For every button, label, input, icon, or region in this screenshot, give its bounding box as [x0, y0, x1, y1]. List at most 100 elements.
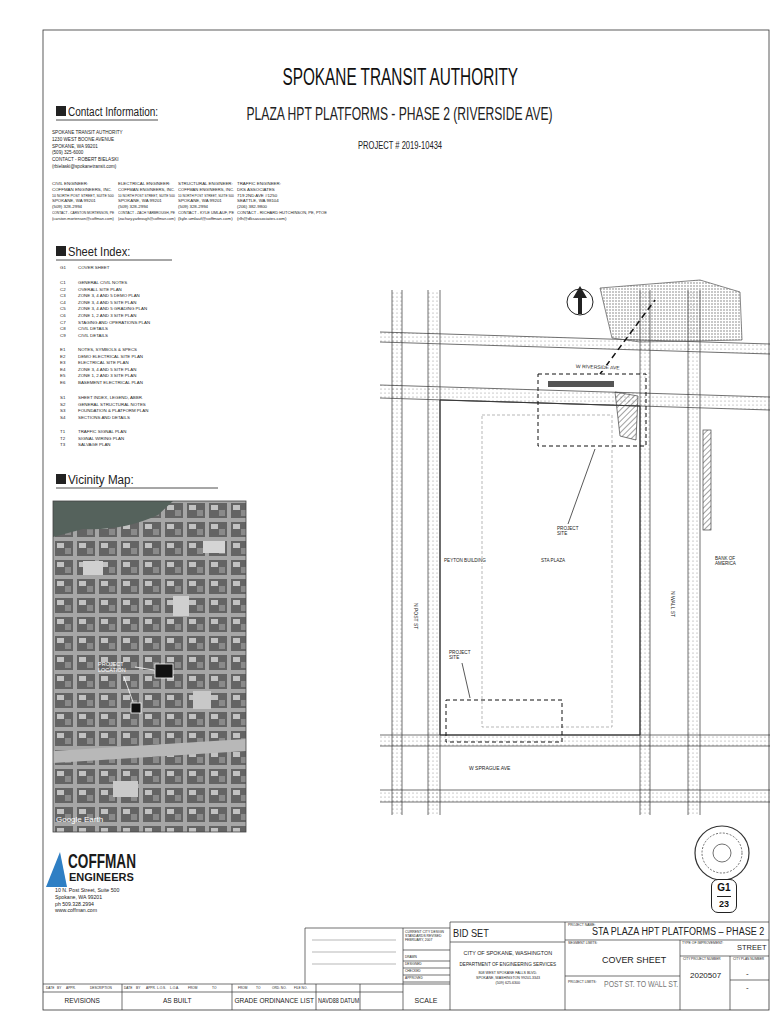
- vicinity-map-part: [173, 596, 189, 616]
- sheet-index-entry: C5: [60, 306, 66, 311]
- section-headers: [56, 106, 218, 488]
- site-plan-part: [380, 802, 770, 803]
- field-value: -: [746, 983, 749, 992]
- sheet-title: COVER SHEET: [602, 955, 666, 966]
- block-heading: GRADE ORDINANCE LIST: [235, 997, 314, 1004]
- map-frame: [53, 501, 246, 832]
- field-value: 2020507: [690, 971, 721, 980]
- title-block-grid-part: [450, 922, 769, 923]
- contact-text: CONTACT - ZACH YARBROUGH, PE: [118, 210, 175, 215]
- street-label: W SPRAGUE AVE: [468, 766, 511, 772]
- site-plan-part: [380, 790, 770, 791]
- table-header: BY: [136, 987, 140, 991]
- sheet-index-entry: E4: [60, 367, 65, 372]
- section-headers-part: [56, 246, 66, 256]
- section-heading: Sheet Index:: [68, 246, 130, 260]
- sheet-index-entry: C3: [60, 293, 66, 298]
- agency-address: (509) 625-6300: [496, 981, 521, 985]
- sheet-index-entry: FOUNDATION & PLATFORM PLAN: [78, 408, 148, 413]
- site-plan-part: [482, 415, 612, 727]
- title-block-grid-part: [730, 980, 769, 981]
- project-name: STA PLAZA HPT PLATFORMS – PHASE 2: [592, 926, 764, 938]
- title-block-grid-part: [403, 950, 450, 951]
- table-header: DATE: [124, 987, 132, 991]
- site-plan-part: [402, 290, 403, 815]
- sheet-index-entry: C1: [60, 280, 66, 285]
- issue-status: BID SET: [453, 927, 489, 939]
- site-plan-part: [703, 430, 711, 530]
- site-plan-part: [462, 663, 470, 698]
- company-address: www.coffman.com: [55, 908, 97, 914]
- section-heading: Contact Information:: [68, 106, 158, 120]
- site-plan-part: [650, 290, 651, 815]
- sheet-index-entry: E6: [60, 380, 65, 385]
- table-header: APPR.: [146, 987, 156, 991]
- sheet-index-entry: ZONE 1, 2 AND 3 SITE PLAN: [78, 373, 136, 378]
- contact-text: COFFMAN ENGINEERS, INC.: [52, 187, 112, 192]
- sheet-index-entry: CIVIL DETAILS: [78, 333, 108, 338]
- title-block-grid-part: [403, 961, 450, 962]
- sheet-index-entry: ZONE 3, 4 AND 5 DEMO PLAN: [78, 293, 140, 298]
- sheet-index-entry: ELECTRICAL SITE PLAN: [78, 360, 129, 365]
- title-block-grid-part: [403, 968, 450, 969]
- building-label: STA PLAZA: [540, 558, 566, 563]
- vicinity-map-part: [113, 781, 138, 797]
- contact-text: SPOKANE, WA 99201: [118, 198, 162, 203]
- vicinity-map-part: [53, 739, 246, 763]
- sheet-index-entry: S4: [60, 415, 65, 420]
- contact-text: 10 NORTH POST STREET, SUITE 500: [52, 193, 114, 198]
- sheet-index-entry: TRAFFIC SIGNAL PLAN: [78, 429, 126, 434]
- sheet-index-entry: SECTIONS AND DETAILS: [78, 415, 130, 420]
- field-caption: CITY PROJECT NUMBER: [683, 958, 721, 962]
- section-headers-part: [56, 106, 66, 116]
- sheet-index-entry: C7: [60, 320, 66, 325]
- site-plan-part: [700, 290, 701, 815]
- approval-field: APPROVED: [405, 977, 423, 981]
- title-block-grid-part: [43, 992, 403, 993]
- title-block-grid-part: [403, 982, 450, 983]
- callout-label: PROJECT SITE: [556, 526, 582, 537]
- sheet-index-entry: ZONE 1, 2 AND 3 SITE PLAN: [78, 313, 136, 318]
- contact-text: CONTACT - RICHARD HUTCHINSON, PE, PTOE: [237, 210, 327, 215]
- approval-field: DESIGNED: [405, 963, 422, 967]
- contact-text: (206) 382-9800: [237, 204, 267, 209]
- sheet-index-entry: COVER SHEET: [78, 265, 109, 270]
- site-plan-part: [688, 290, 689, 815]
- section-heading: Vicinity Map:: [68, 474, 134, 488]
- contact-text: CIVIL ENGINEER:: [52, 181, 88, 186]
- city-seal: [695, 826, 749, 880]
- sheet-index-entry: C6: [60, 313, 66, 318]
- contact-text: SPOKANE, WA 99201: [52, 144, 98, 149]
- sheet-index-entry: E2: [60, 354, 65, 359]
- table-header: ORD. NO.: [272, 987, 287, 991]
- agency-address: 808 WEST SPOKANE FALLS BLVD.: [479, 971, 538, 975]
- callout-label: PROJECT SITE: [448, 650, 474, 661]
- field-caption: SEGMENT LIMITS:: [568, 942, 598, 946]
- contact-text: (zachary.yarbrough@coffman.com): [118, 216, 175, 221]
- sheet-index-entry: C2: [60, 287, 66, 292]
- title-block-grid-part: [360, 984, 361, 1010]
- approval-field: DRAWN: [405, 956, 417, 960]
- sheet-index-entry: T3: [60, 442, 65, 447]
- company-address: Spokane, WA 99201: [55, 895, 102, 901]
- street-label: W RIVERSIDE AVE: [575, 364, 621, 371]
- map-leaders-part: [124, 677, 133, 702]
- title-block-grid-part: [403, 928, 404, 1010]
- sheet-index-entry: GENERAL STRUCTURAL NOTES: [78, 402, 146, 407]
- block-heading: NAVD88 DATUM: [318, 997, 359, 1004]
- vicinity-map-part: [53, 501, 173, 537]
- contact-text: (509) 325-6000: [52, 150, 83, 155]
- title-block-grid-part: [730, 956, 731, 1010]
- map-leaders-part: [135, 667, 154, 670]
- section-headers-part: [56, 488, 218, 489]
- title-block-grid: [43, 922, 769, 1010]
- contact-text: SEATTLE, WA 98104: [237, 198, 279, 203]
- block-heading: AS BUILT: [163, 997, 191, 1004]
- table-header: FILE NO.: [294, 987, 307, 991]
- title-block-grid-part: [305, 928, 450, 929]
- coffman-logo-mark: [46, 852, 67, 887]
- sheet-index-entry: S3: [60, 408, 65, 413]
- block-heading: SCALE: [415, 997, 438, 1005]
- table-header: TO: [212, 987, 216, 991]
- site-plan-part: [380, 746, 770, 747]
